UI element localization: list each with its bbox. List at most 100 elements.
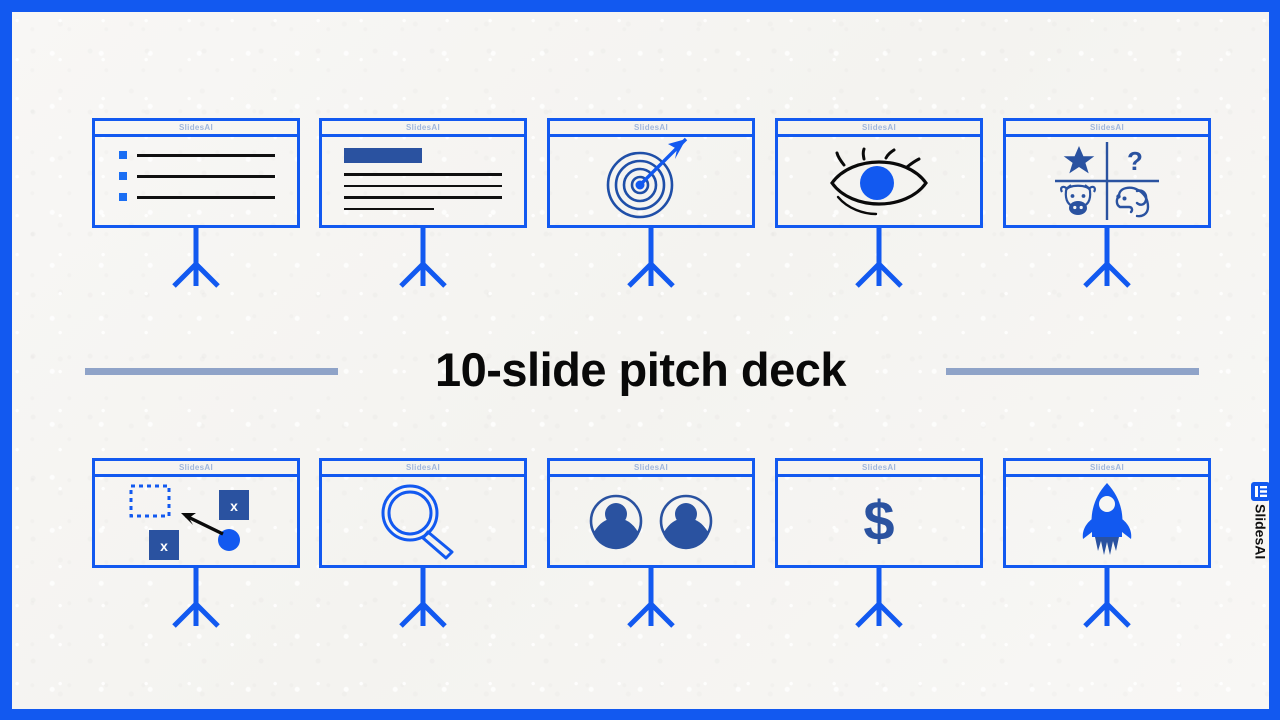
tripod-stand [319, 228, 527, 288]
tripod-stand [775, 228, 983, 288]
slide-board: SlidesAI [775, 118, 983, 228]
decorative-rule-left [85, 368, 338, 375]
slide-header: SlidesAI [550, 121, 752, 137]
x-marker: x [219, 490, 249, 520]
slide-body [322, 137, 524, 225]
slide-body [95, 137, 297, 225]
slide-body [778, 137, 980, 225]
slide-header-label: SlidesAI [634, 463, 668, 472]
slide-header: SlidesAI [778, 121, 980, 137]
list-item [119, 193, 275, 201]
text-line [344, 196, 502, 199]
slide-body [1006, 477, 1208, 565]
target-slot [129, 484, 171, 518]
svg-text:?: ? [1127, 146, 1143, 176]
tripod-stand [547, 228, 755, 288]
slide-body: ? [1006, 137, 1208, 225]
slide-header: SlidesAI [95, 461, 297, 477]
magnifier-icon [322, 477, 524, 565]
slide-header: SlidesAI [1006, 121, 1208, 137]
tripod-stand [547, 568, 755, 628]
title-band: 10-slide pitch deck [12, 318, 1269, 428]
bullet-square-icon [119, 172, 127, 180]
tripod-stand [92, 568, 300, 628]
svg-text:x: x [230, 498, 238, 514]
tripod-stand [1003, 228, 1211, 288]
slide-board: SlidesAI [319, 118, 527, 228]
slide-body [550, 477, 752, 565]
positioning-arrow-icon: x x [95, 477, 297, 565]
slide-target[interactable]: SlidesAI [547, 118, 755, 288]
decorative-rule-right [946, 368, 1199, 375]
rocket-icon [1006, 477, 1208, 565]
slide-header-label: SlidesAI [862, 123, 896, 132]
slide-title-text[interactable]: SlidesAI [319, 118, 527, 288]
slide-board: SlidesAI [319, 458, 527, 568]
list-item [119, 151, 275, 159]
slide-body: x x [95, 477, 297, 565]
slide-header: SlidesAI [778, 461, 980, 477]
slide-header-label: SlidesAI [179, 123, 213, 132]
bullet-square-icon [119, 193, 127, 201]
text-line [344, 173, 502, 176]
avatar [659, 494, 713, 550]
bullet-square-icon [119, 151, 127, 159]
tripod-stand [775, 568, 983, 628]
slide-header: SlidesAI [322, 121, 524, 137]
svg-text:x: x [160, 538, 168, 554]
slide-header-label: SlidesAI [634, 123, 668, 132]
tripod-stand [1003, 568, 1211, 628]
slide-launch[interactable]: SlidesAI [1003, 458, 1211, 628]
slide-header-label: SlidesAI [406, 463, 440, 472]
list-item [119, 172, 275, 180]
slide-positioning[interactable]: SlidesAI x x [92, 458, 300, 628]
slide-board: SlidesAI x x [92, 458, 300, 568]
bcg-matrix-icon: ? [1006, 137, 1208, 225]
dollar-symbol: $ [863, 489, 895, 552]
page-title: 10-slide pitch deck [434, 343, 847, 396]
slide-header: SlidesAI [95, 121, 297, 137]
target-arrow-icon [550, 137, 752, 225]
slide-header-label: SlidesAI [179, 463, 213, 472]
slide-header: SlidesAI [550, 461, 752, 477]
dollar-sign-icon: $ [778, 477, 980, 565]
slide-header: SlidesAI [322, 461, 524, 477]
slide-research[interactable]: SlidesAI [319, 458, 527, 628]
slide-board: SlidesAI [92, 118, 300, 228]
avatar [589, 494, 643, 550]
slide-board: SlidesAI [547, 118, 755, 228]
slidesai-logo-icon [1251, 482, 1269, 501]
bullet-text-line [137, 174, 275, 178]
slide-body [322, 477, 524, 565]
slide-financials[interactable]: SlidesAI $ [775, 458, 983, 628]
slide-board: SlidesAI ? [1003, 118, 1211, 228]
team-avatars-icon [550, 477, 752, 565]
slide-board: SlidesAI $ [775, 458, 983, 568]
slide-vision[interactable]: SlidesAI [775, 118, 983, 288]
slide-header-label: SlidesAI [862, 463, 896, 472]
bullet-text-line [137, 195, 275, 199]
slide-bullet-list[interactable]: SlidesAI [92, 118, 300, 288]
slide-header-label: SlidesAI [1090, 123, 1124, 132]
slide-body [550, 137, 752, 225]
slide-board: SlidesAI [547, 458, 755, 568]
watermark-label: SlidesAI [1252, 504, 1269, 560]
slide-body: $ [778, 477, 980, 565]
eye-icon [778, 137, 980, 225]
x-marker: x [149, 530, 179, 560]
poster-canvas: SlidesAI [12, 12, 1269, 709]
slide-header-label: SlidesAI [406, 123, 440, 132]
current-position-dot [218, 529, 240, 551]
slide-team[interactable]: SlidesAI [547, 458, 755, 628]
slide-board: SlidesAI [1003, 458, 1211, 568]
tripod-stand [92, 228, 300, 288]
slide-header-label: SlidesAI [1090, 463, 1124, 472]
bullet-text-line [137, 153, 275, 157]
watermark[interactable]: SlidesAI [1251, 482, 1269, 559]
slide-matrix[interactable]: SlidesAI ? [1003, 118, 1211, 288]
slide-header: SlidesAI [1006, 461, 1208, 477]
title-and-text-icon [322, 137, 524, 225]
text-line [344, 184, 502, 187]
tripod-stand [319, 568, 527, 628]
